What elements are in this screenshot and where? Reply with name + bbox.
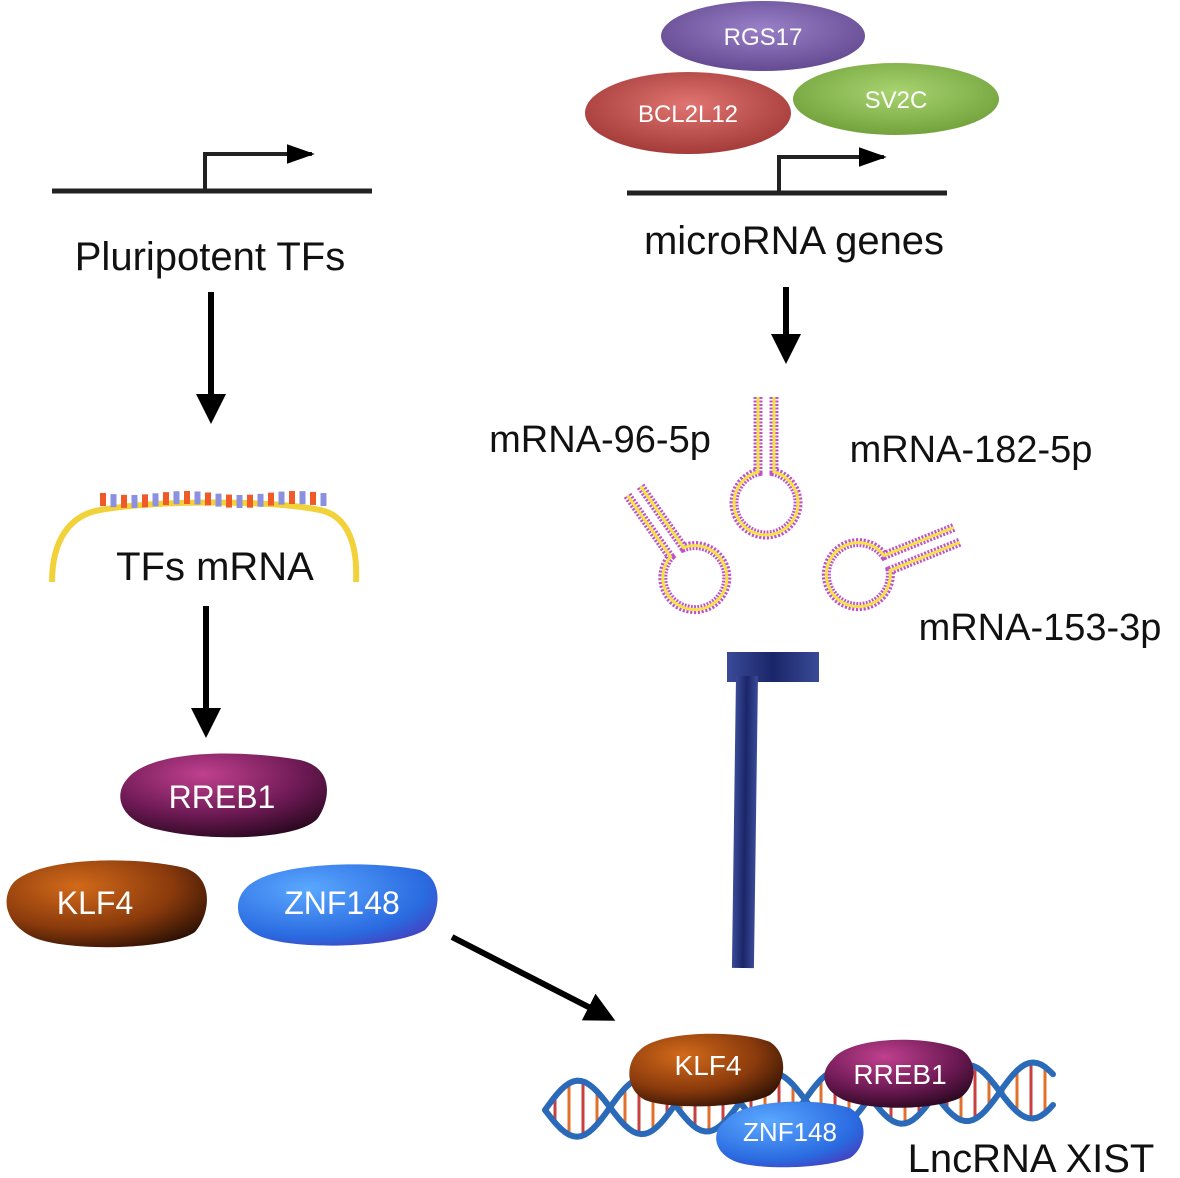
xist-znf148-protein: ZNF148 [716,1101,864,1168]
codon-tick [320,493,327,507]
xist-dna-complex: KLF4 RREB1 ZNF148 LncRNA XIST [542,1033,1155,1178]
codon-tick [121,494,127,508]
right-pathway: RGS17 BCL2L12 SV2C microRNA genes mRNA-9… [489,1,1162,969]
codon-tick [310,491,316,505]
codon-tick [257,493,264,507]
left-pathway: Pluripotent TFs TFs mRNA RREB1 KLF4 ZNF1… [6,144,616,1021]
pluripotent-gene-promoter [52,144,372,194]
codon-tick [278,491,285,505]
znf148-protein: ZNF148 [237,864,438,946]
svg-text:RGS17: RGS17 [724,24,803,51]
svg-text:KLF4: KLF4 [675,1050,742,1081]
mirna-hairpin-153 [821,523,962,612]
klf4-protein: KLF4 [6,860,207,948]
codon-tick [152,493,159,507]
codon-tick [131,494,138,508]
sv2c-protein: SV2C [793,63,999,135]
codon-tick [142,494,148,508]
microrna-gene-promoter [627,147,947,196]
xist-rreb1-protein: RREB1 [824,1039,974,1108]
bcl2l12-protein: BCL2L12 [585,72,791,154]
mirna-hairpin-96 [623,483,732,615]
tfs-mrna-icon [49,491,360,583]
codon-tick [163,492,169,506]
mirna-182-label: mRNA-182-5p [850,429,1093,471]
codon-tick [289,491,295,505]
arrow-proteins-to-xist [450,934,616,1021]
rreb1-protein: RREB1 [120,753,327,838]
codon-tick [268,492,274,506]
codon-tick [173,491,180,505]
svg-text:RREB1: RREB1 [853,1059,946,1090]
inhibition-bar [727,652,819,969]
tfs-mrna-label: TFs mRNA [116,545,314,589]
microrna-genes-label: microRNA genes [644,219,944,263]
svg-text:KLF4: KLF4 [57,885,133,921]
svg-text:ZNF148: ZNF148 [743,1117,837,1147]
codon-tick [110,494,117,508]
xist-klf4-protein: KLF4 [629,1033,784,1107]
rgs17-protein: RGS17 [661,1,865,71]
codon-tick [236,494,243,508]
codon-tick [226,494,232,508]
pluripotent-tfs-label: Pluripotent TFs [75,235,346,279]
svg-text:BCL2L12: BCL2L12 [638,101,738,128]
codon-tick [215,493,222,507]
codon-tick [100,493,106,506]
codon-tick [194,491,201,505]
svg-text:SV2C: SV2C [865,87,928,114]
mirna-hairpin-182 [729,397,803,540]
mirna-153-label: mRNA-153-3p [919,607,1162,649]
mirna-96-label: mRNA-96-5p [489,419,711,461]
svg-text:RREB1: RREB1 [169,779,276,815]
codon-tick [184,491,190,505]
lncrna-xist-label: LncRNA XIST [908,1137,1155,1178]
codon-tick [247,494,253,508]
codon-tick [299,491,306,505]
svg-text:ZNF148: ZNF148 [284,885,400,921]
codon-tick [205,492,211,506]
